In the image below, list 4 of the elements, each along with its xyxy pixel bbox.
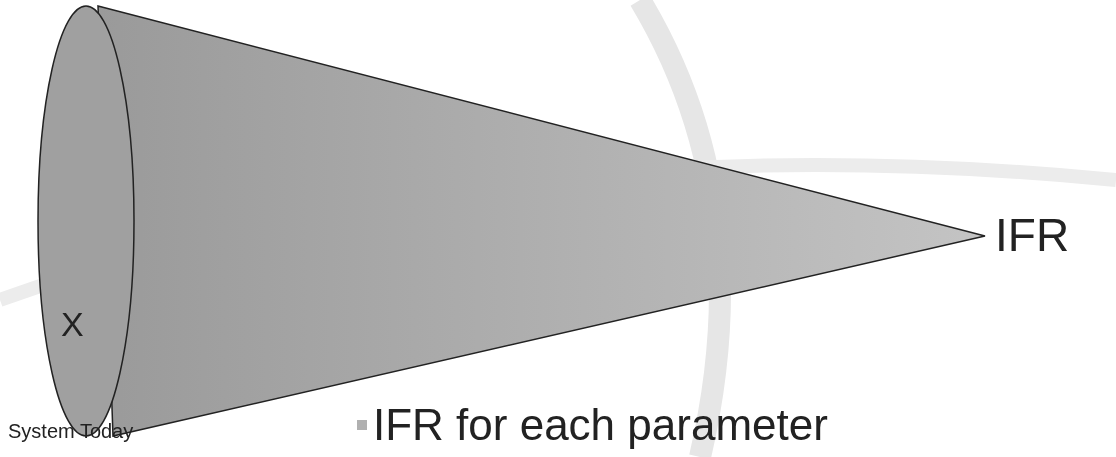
bullet-text: IFR for each parameter [373,400,828,450]
apex-label: IFR [995,208,1070,262]
base-caption: System Today [8,420,134,443]
cross-mark-label: X [61,305,84,344]
